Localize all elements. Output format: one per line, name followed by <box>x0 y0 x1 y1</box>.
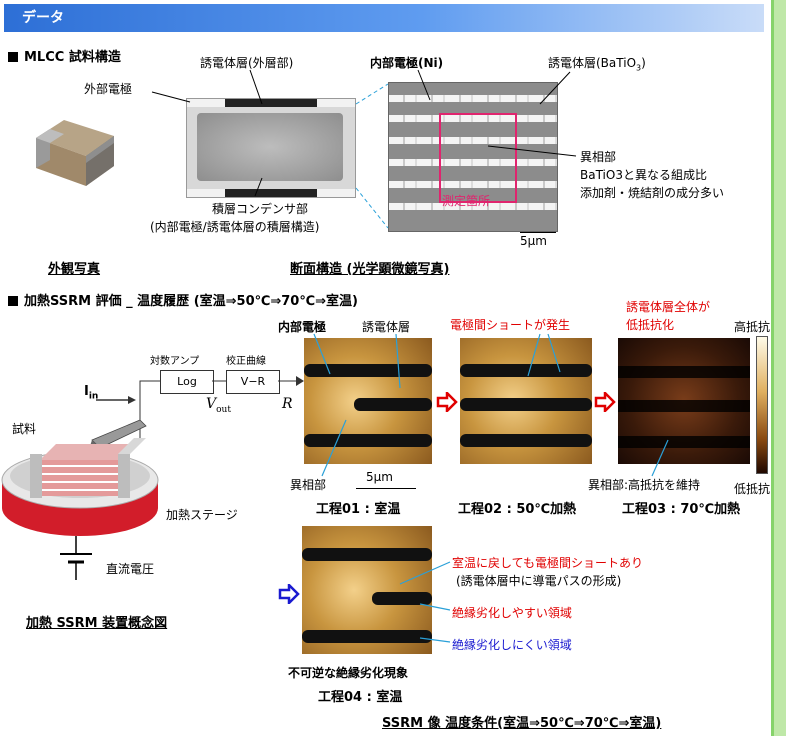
mlcc-connector-lines <box>151 69 577 229</box>
label-dielectric: 誘電体層 <box>362 320 411 334</box>
label-heating-stage: 加熱ステージ <box>166 508 238 522</box>
label-i-in: Iin <box>84 384 99 402</box>
caption-ssrm-images: SSRM 像 温度条件(室温⇒50℃⇒70℃⇒室温) <box>382 716 662 731</box>
ssrm-image-step01 <box>304 338 432 464</box>
label-external-electrode: 外部電極 <box>84 82 133 96</box>
label-sample: 試料 <box>12 422 37 436</box>
caption-setup-diagram: 加熱 SSRM 装置概念図 <box>26 616 168 631</box>
mlcc-section-title: MLCC 試料構造 <box>8 46 121 65</box>
square-bullet-icon <box>8 52 18 62</box>
label-hetero-composition: BaTiO3と異なる組成比 <box>580 168 707 182</box>
caption-step04: 工程04 : 室温 <box>318 690 403 705</box>
label-low-resistance-change: 低抵抗化 <box>626 318 675 332</box>
label-r: R <box>282 396 293 412</box>
label-stacked-capacitor: 積層コンデンサ部 <box>212 202 309 216</box>
label-calibration-curve: 校正曲線 <box>226 356 266 367</box>
section-header-bar: データ <box>4 4 764 32</box>
label-internal-electrode: 内部電極 <box>278 320 327 334</box>
caption-step01: 工程01 : 室温 <box>316 502 401 517</box>
ssrm-pointer-lines <box>313 333 669 643</box>
mlcc-exterior-photo <box>26 108 116 188</box>
mlcc-microscope-photo <box>388 82 558 232</box>
scale-bar-5um-top: 5μm <box>520 234 547 248</box>
note-irreversible: 不可逆な絶縁劣化現象 <box>288 666 409 680</box>
label-high-resistance: 高抵抗 <box>734 320 771 334</box>
label-hetero-phase: 異相部 <box>290 478 327 492</box>
arrow-right-icon <box>278 584 300 604</box>
mlcc-cross-section-photo <box>186 98 356 198</box>
label-low-resistance: 低抵抗 <box>734 482 771 496</box>
vr-box: V−R <box>226 370 280 394</box>
label-dc-voltage: 直流電圧 <box>106 562 155 576</box>
label-whole-dielectric: 誘電体層全体が <box>626 300 711 314</box>
caption-step02: 工程02 : 50℃加熱 <box>458 502 577 517</box>
label-hetero-title: 異相部 <box>580 150 617 164</box>
label-measure-point: 測定箇所 <box>442 194 491 208</box>
label-dielectric-batio3: 誘電体層(BaTiO3) <box>548 56 646 73</box>
caption-step03: 工程03 : 70℃加熱 <box>622 502 741 517</box>
resistance-colorbar <box>756 336 768 474</box>
label-electrode-short: 電極間ショートが発生 <box>450 318 571 332</box>
ssrm-image-step03 <box>618 338 750 464</box>
label-dielectric-outer: 誘電体層(外層部) <box>200 56 294 70</box>
ssrm-section-title: 加熱SSRM 評価 _ 温度履歴 (室温⇒50℃⇒70℃⇒室温) <box>8 290 358 309</box>
ssrm-image-step02 <box>460 338 592 464</box>
ssrm-image-step04 <box>302 526 432 654</box>
arrow-right-icon <box>594 392 616 412</box>
label-hetero-keep-high: 異相部:高抵抗を維持 <box>588 478 701 492</box>
caption-cross-section: 断面構造 (光学顕微鏡写真) <box>290 262 450 277</box>
caption-exterior-photo: 外観写真 <box>48 262 101 277</box>
scale-bar-5um: 5μm <box>366 470 393 484</box>
label-log-amp: 対数アンプ <box>150 356 200 367</box>
ssrm-setup-diagram <box>1 376 304 580</box>
measure-point-box <box>439 113 517 203</box>
note-degrade-hard: 絶縁劣化しにくい領域 <box>452 638 572 652</box>
square-bullet-icon <box>8 296 18 306</box>
log-amp-box: Log <box>160 370 214 394</box>
arrow-right-icon <box>436 392 458 412</box>
note-short-remains: 室温に戻しても電極間ショートあり <box>452 556 644 570</box>
note-degrade-easy: 絶縁劣化しやすい領域 <box>452 606 572 620</box>
label-stacked-structure: (内部電極/誘電体層の積層構造) <box>150 220 320 234</box>
note-conductive-path: (誘電体層中に導電パスの形成) <box>456 574 622 588</box>
label-vout: Vout <box>206 396 231 415</box>
right-edge-bar <box>771 0 786 736</box>
label-internal-electrode-ni: 内部電極(Ni) <box>370 56 444 70</box>
label-hetero-additive: 添加剤・焼結剤の成分多い <box>580 186 725 200</box>
scale-bar-line <box>356 488 416 489</box>
section-header-title: データ <box>22 10 64 26</box>
scale-bar-line-top <box>520 232 556 233</box>
